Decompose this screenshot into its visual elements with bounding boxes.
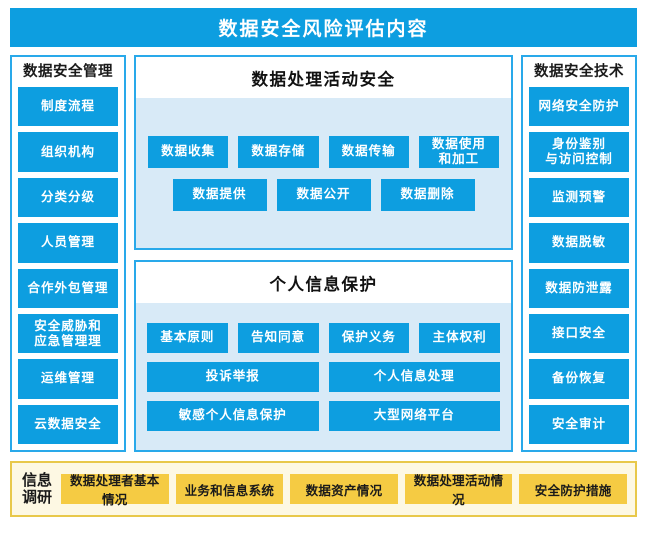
activity-item-collect[interactable]: 数据收集 — [148, 135, 229, 168]
survey-bar: 信息 调研 数据处理者基本情况 业务和信息系统 数据资产情况 数据处理活动情况 … — [10, 461, 637, 517]
panel-personal-info-protection: 个人信息保护 基本原则 告知同意 保护义务 主体权利 投诉举报 个人信息处理 敏… — [134, 260, 513, 452]
survey-item-data-assets[interactable]: 数据资产情况 — [290, 474, 398, 504]
right-item-1[interactable]: 身份鉴别 与访问控制 — [529, 132, 629, 172]
left-item-3[interactable]: 人员管理 — [18, 223, 118, 263]
pi-item-protection-duty[interactable]: 保护义务 — [328, 322, 410, 353]
left-column-title: 数据安全管理 — [23, 64, 113, 80]
panel-title-personal-info: 个人信息保护 — [269, 276, 378, 294]
survey-item-business-systems[interactable]: 业务和信息系统 — [175, 474, 284, 504]
panel-row: 敏感个人信息保护 大型网络平台 — [147, 400, 500, 431]
panel-body-personal-info: 基本原则 告知同意 保护义务 主体权利 投诉举报 个人信息处理 敏感个人信息保护… — [136, 303, 511, 450]
right-column-title: 数据安全技术 — [534, 64, 624, 80]
survey-item-processor-basics[interactable]: 数据处理者基本情况 — [61, 474, 169, 507]
pi-item-sensitive-info[interactable]: 敏感个人信息保护 — [147, 400, 319, 431]
panel-body-data-processing: 数据收集 数据存储 数据传输 数据使用和加工 数据提供 数据公开 数据删除 — [136, 98, 511, 248]
pi-item-complaints[interactable]: 投诉举报 — [147, 361, 319, 392]
survey-item-protection-measures[interactable]: 安全防护措施 — [519, 474, 627, 504]
center-column: 数据处理活动安全 数据收集 数据存储 数据传输 数据使用和加工 数据提供 数据公… — [134, 55, 513, 452]
activity-item-disclose[interactable]: 数据公开 — [276, 178, 371, 211]
left-item-6[interactable]: 运维管理 — [18, 359, 118, 399]
right-item-2[interactable]: 监测预警 — [529, 177, 629, 218]
left-item-2[interactable]: 分类分级 — [18, 177, 118, 218]
right-column-panel: 数据安全技术 网络安全防护 身份鉴别 与访问控制 监测预警 数据脱敏 数据防泄露… — [521, 55, 637, 452]
activity-item-transmit[interactable]: 数据传输 — [328, 135, 409, 168]
left-item-7[interactable]: 云数据安全 — [18, 404, 118, 444]
right-item-6[interactable]: 备份恢复 — [529, 359, 629, 399]
panel-data-processing-security: 数据处理活动安全 数据收集 数据存储 数据传输 数据使用和加工 数据提供 数据公… — [134, 55, 513, 250]
left-column-list: 制度流程 组织机构 分类分级 人员管理 合作外包管理 安全威胁和 应急管理理 运… — [18, 87, 118, 444]
right-item-7[interactable]: 安全审计 — [529, 404, 629, 444]
survey-item-processing-activities[interactable]: 数据处理活动情况 — [404, 474, 513, 507]
panel-row: 数据收集 数据存储 数据传输 数据使用和加工 — [148, 135, 499, 168]
panel-title-data-processing: 数据处理活动安全 — [251, 71, 396, 89]
left-item-0[interactable]: 制度流程 — [18, 87, 118, 127]
panel-row: 数据提供 数据公开 数据删除 — [148, 178, 499, 211]
right-item-4[interactable]: 数据防泄露 — [529, 268, 629, 308]
right-item-0[interactable]: 网络安全防护 — [529, 87, 629, 127]
activity-item-delete[interactable]: 数据删除 — [380, 178, 475, 211]
pi-item-subject-rights[interactable]: 主体权利 — [419, 322, 500, 353]
panel-row: 基本原则 告知同意 保护义务 主体权利 — [147, 322, 500, 353]
right-item-5[interactable]: 接口安全 — [529, 313, 629, 354]
activity-item-use-process[interactable]: 数据使用和加工 — [418, 135, 499, 168]
left-item-5[interactable]: 安全威胁和 应急管理理 — [18, 313, 118, 354]
left-item-4[interactable]: 合作外包管理 — [18, 268, 118, 308]
activity-item-provide[interactable]: 数据提供 — [172, 178, 267, 211]
right-item-3[interactable]: 数据脱敏 — [529, 223, 629, 263]
page-title: 数据安全风险评估内容 — [218, 19, 429, 40]
pi-item-personal-info-handling[interactable]: 个人信息处理 — [328, 361, 500, 392]
left-item-1[interactable]: 组织机构 — [18, 132, 118, 172]
activity-item-store[interactable]: 数据存储 — [238, 135, 319, 168]
diagram-body: 数据安全管理 制度流程 组织机构 分类分级 人员管理 合作外包管理 安全威胁和 … — [10, 55, 637, 452]
left-column-panel: 数据安全管理 制度流程 组织机构 分类分级 人员管理 合作外包管理 安全威胁和 … — [10, 55, 126, 452]
survey-label: 信息 调研 — [21, 472, 52, 506]
right-column-list: 网络安全防护 身份鉴别 与访问控制 监测预警 数据脱敏 数据防泄露 接口安全 备… — [529, 87, 629, 444]
pi-item-large-platform[interactable]: 大型网络平台 — [328, 400, 500, 431]
pi-item-basic-principles[interactable]: 基本原则 — [147, 322, 228, 353]
pi-item-informed-consent[interactable]: 告知同意 — [237, 322, 319, 353]
panel-row: 投诉举报 个人信息处理 — [147, 361, 500, 392]
page-title-bar: 数据安全风险评估内容 — [10, 8, 637, 47]
